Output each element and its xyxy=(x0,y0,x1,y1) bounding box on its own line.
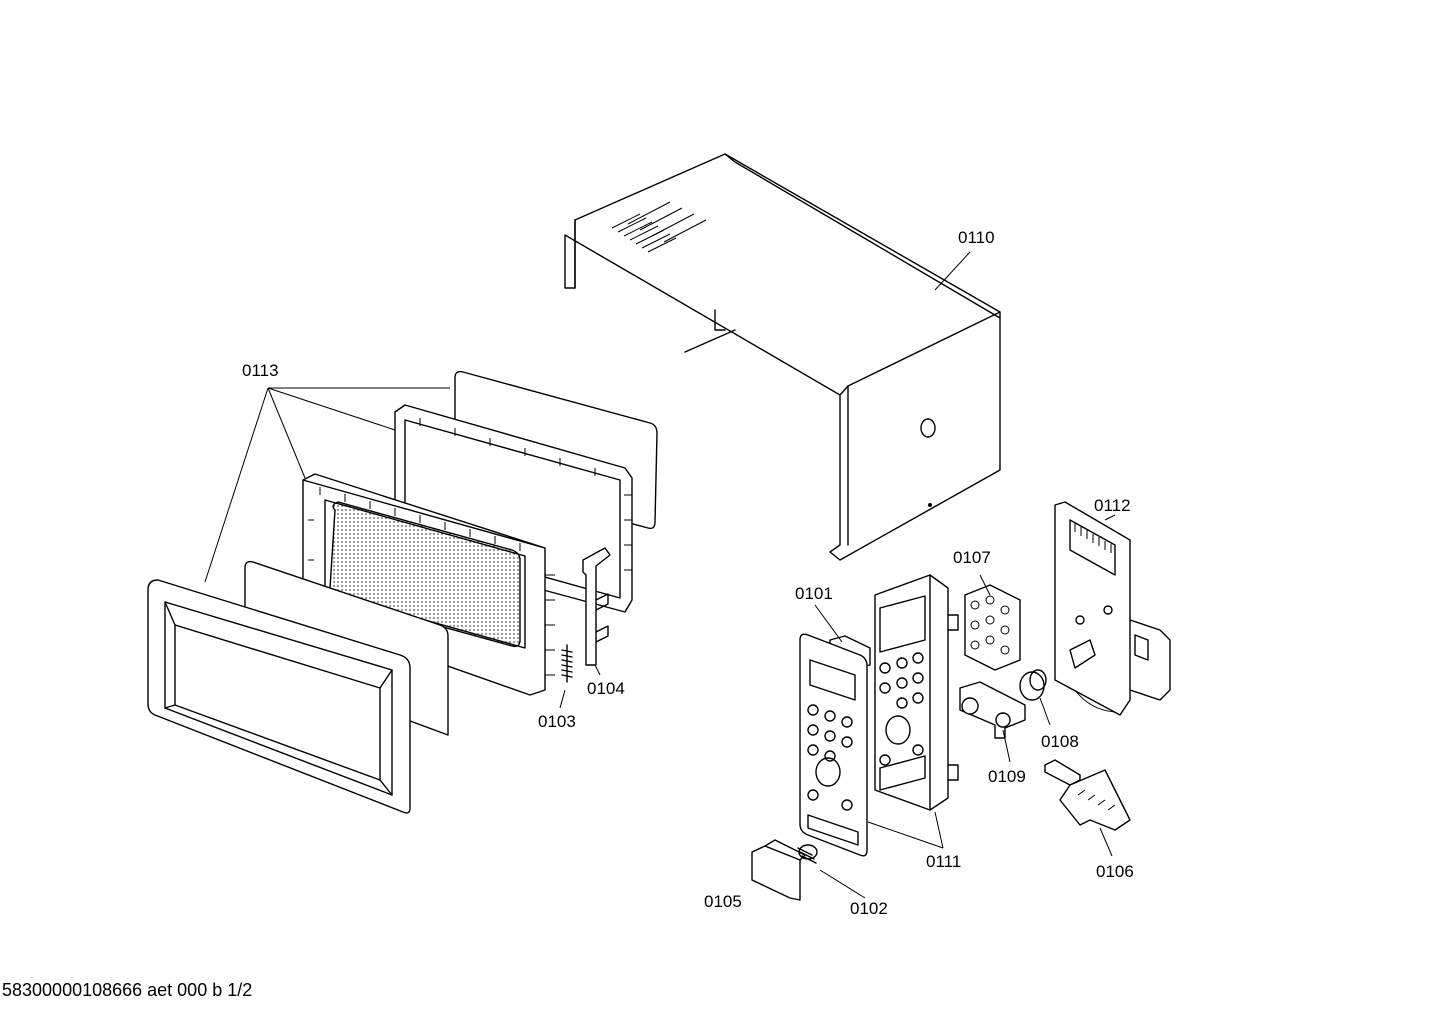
label-0105: 0105 xyxy=(704,892,742,911)
label-0109: 0109 xyxy=(988,767,1026,786)
door-spring xyxy=(561,644,573,683)
label-0106: 0106 xyxy=(1096,862,1134,881)
label-0110: 0110 xyxy=(958,228,995,247)
keypad-membrane xyxy=(799,633,868,857)
control-panel-frame xyxy=(874,574,959,811)
label-0113: 0113 xyxy=(242,361,279,380)
door-push-button xyxy=(751,839,806,901)
leader-lines xyxy=(204,251,1116,899)
door-latch-hook xyxy=(582,547,611,666)
label-0112: 0112 xyxy=(1094,496,1131,515)
knob xyxy=(1019,669,1047,701)
label-0101: 0101 xyxy=(795,584,833,603)
document-code: 58300000108666 aet 000 b 1/2 xyxy=(2,980,253,1000)
button-bracket xyxy=(959,681,1026,739)
label-0103: 0103 xyxy=(538,712,576,731)
label-0111: 0111 xyxy=(926,852,961,871)
part-labels: 0110 0113 0112 0107 0101 0104 0103 0108 … xyxy=(242,228,1134,918)
label-0102: 0102 xyxy=(850,899,888,918)
interlock-switch-holder xyxy=(1044,759,1131,831)
push-button-spring xyxy=(797,844,818,864)
label-0104: 0104 xyxy=(587,679,625,698)
key-board xyxy=(964,584,1021,671)
door-outer-frame xyxy=(147,579,411,814)
outer-cabinet-cover xyxy=(564,153,1001,561)
label-0107: 0107 xyxy=(953,548,991,567)
label-0108: 0108 xyxy=(1041,732,1079,751)
circuit-board xyxy=(1054,501,1171,716)
